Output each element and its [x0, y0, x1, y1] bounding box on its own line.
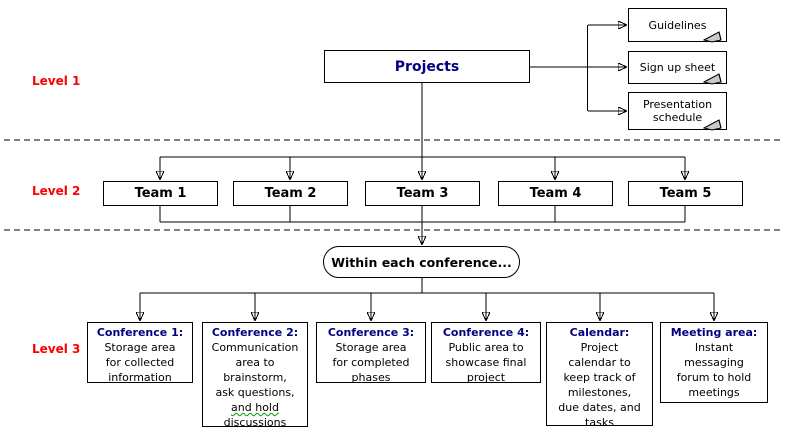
team-label: Team 3	[396, 186, 449, 201]
team-1-node: Team 1	[103, 181, 218, 206]
within-each-conference-oval: Within each conference...	[323, 246, 520, 278]
area-title: Conference 2:	[211, 326, 299, 339]
team-2-node: Team 2	[233, 181, 348, 206]
conference-4-box: Conference 4: Public area to showcase fi…	[431, 322, 541, 384]
area-title: Conference 1:	[96, 326, 184, 339]
area-description: Storage area for collected information	[104, 341, 176, 384]
document-signup-sheet: Sign up sheet	[628, 51, 727, 85]
folded-corner-icon	[703, 73, 722, 85]
grammar-underlined-text: and hold	[231, 401, 279, 414]
oval-label: Within each conference...	[331, 254, 512, 270]
meeting-area-box: Meeting area: Instant messaging forum to…	[660, 322, 768, 403]
area-title: Calendar:	[569, 326, 630, 339]
conference-1-box: Conference 1: Storage area for collected…	[87, 322, 193, 384]
document-label: Guidelines	[648, 18, 707, 32]
team-label: Team 5	[659, 186, 712, 201]
area-description: Communication area to brainstorm, ask qu…	[203, 340, 307, 430]
area-title: Meeting area:	[670, 326, 758, 339]
team-3-node: Team 3	[365, 181, 480, 206]
team-4-node: Team 4	[498, 181, 613, 206]
level-3-label: Level 3	[32, 342, 81, 356]
folded-corner-icon	[703, 119, 722, 131]
area-title: Conference 4:	[442, 326, 530, 339]
team-5-node: Team 5	[628, 181, 743, 206]
team-label: Team 1	[134, 186, 187, 201]
document-label: Sign up sheet	[639, 61, 716, 74]
area-description: Instant messaging forum to hold meetings	[676, 341, 752, 399]
document-guidelines: Guidelines	[628, 8, 727, 43]
area-text: discussions	[223, 416, 287, 429]
projects-label: Projects	[394, 58, 460, 75]
document-presentation-schedule: Presentation schedule	[628, 92, 727, 131]
team-label: Team 4	[529, 186, 582, 201]
level-1-label: Level 1	[32, 74, 81, 88]
area-description: Project calendar to keep track of milest…	[558, 341, 641, 429]
calendar-box: Calendar: Project calendar to keep track…	[546, 322, 653, 429]
area-description: Storage area for completed phases	[332, 341, 410, 384]
area-text: Communication area to brainstorm, ask qu…	[211, 341, 299, 399]
area-description: Public area to showcase final project	[445, 341, 527, 384]
team-label: Team 2	[264, 186, 317, 201]
area-title: Conference 3:	[327, 326, 415, 339]
level-2-label: Level 2	[32, 184, 81, 198]
folded-corner-icon	[703, 31, 722, 43]
conference-3-box: Conference 3: Storage area for completed…	[316, 322, 426, 384]
projects-node: Projects	[324, 50, 530, 83]
document-label: Presentation schedule	[642, 98, 713, 124]
conference-2-box: Conference 2: Communication area to brai…	[202, 322, 308, 430]
